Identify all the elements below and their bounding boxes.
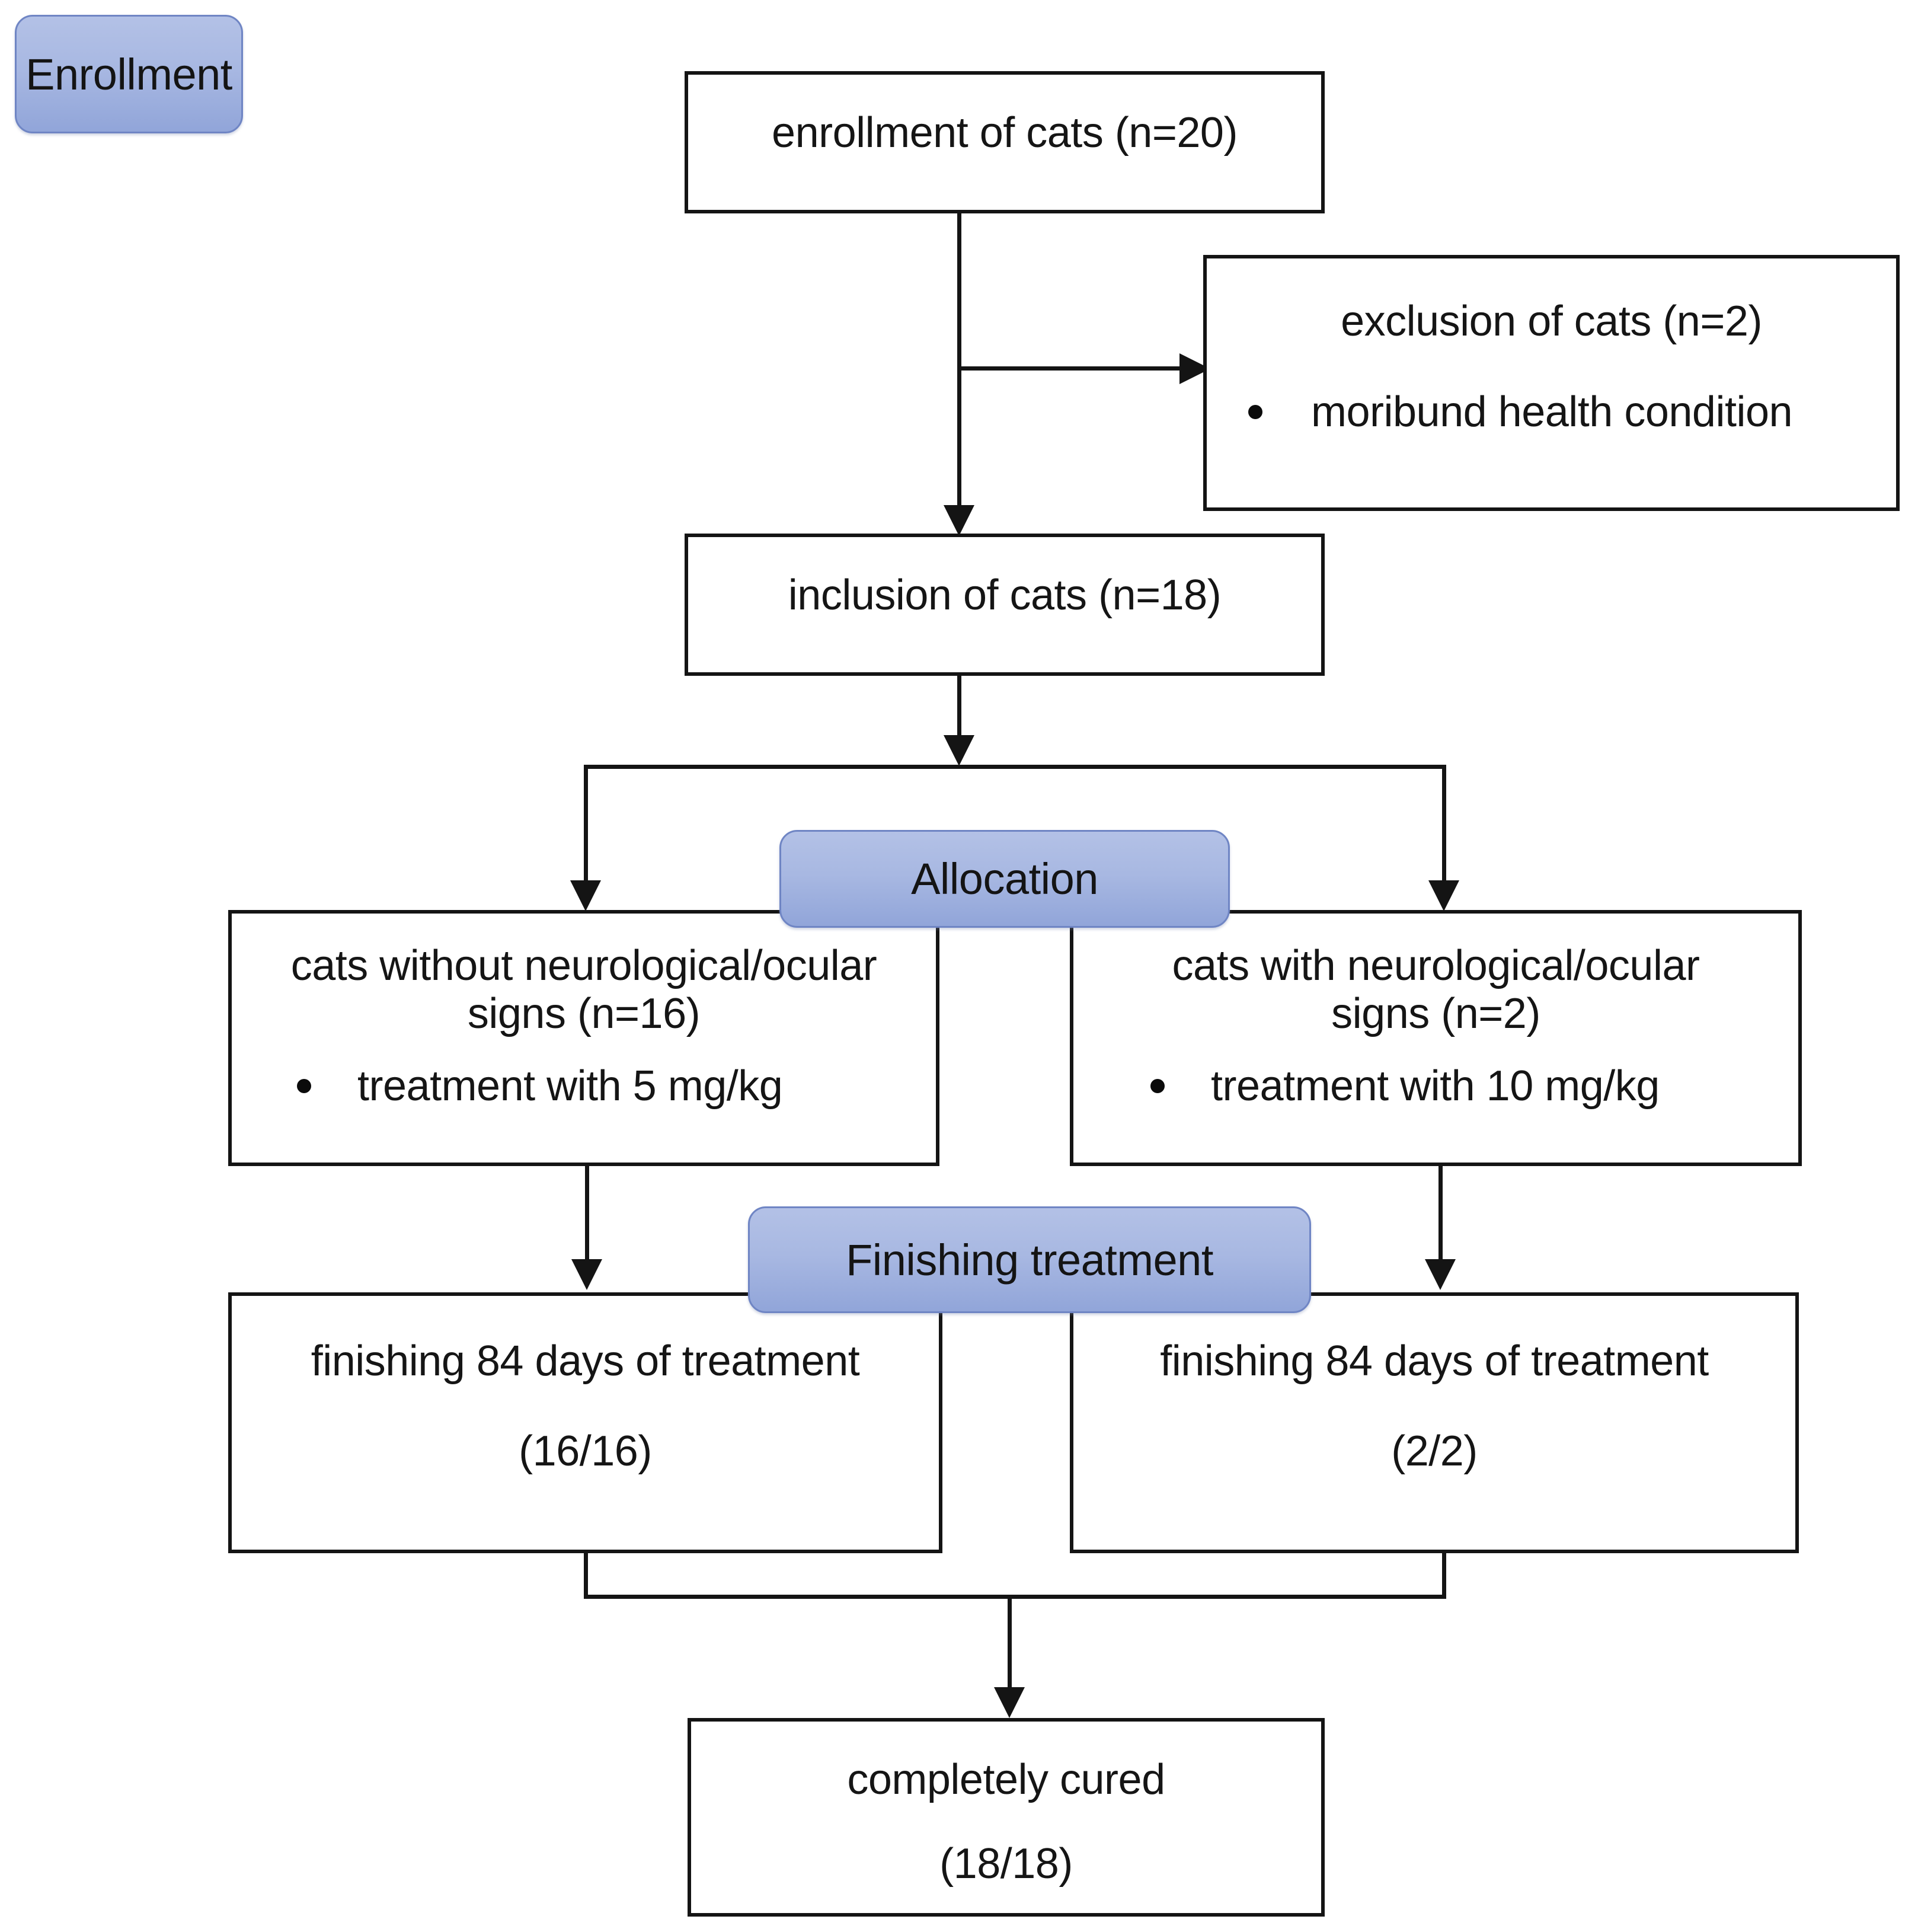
- node-finish-84-days-right: finishing 84 days of treatment (2/2): [1070, 1292, 1799, 1553]
- alloc-right-bullet-text: treatment with 10 mg/kg: [1211, 1062, 1660, 1110]
- arrowhead-into-alloc-left: [570, 880, 601, 911]
- node-exclusion-of-cats-text: exclusion of cats (n=2): [1341, 298, 1762, 345]
- merge-bar-outcome: [584, 1595, 1446, 1599]
- node-inclusion-of-cats: inclusion of cats (n=18): [685, 534, 1325, 676]
- node-alloc-left-line2: signs (n=16): [467, 989, 701, 1037]
- arrowhead-into-outcome: [994, 1687, 1025, 1718]
- node-finish-right-line2: (2/2): [1391, 1428, 1478, 1475]
- node-finish-right-line1: finishing 84 days of treatment: [1160, 1337, 1709, 1385]
- stage-badge-enrollment-label: Enrollment: [25, 49, 232, 99]
- stage-badge-finishing-treatment-label: Finishing treatment: [846, 1235, 1213, 1285]
- node-exclusion-of-cats: exclusion of cats (n=2) moribund health …: [1203, 255, 1900, 511]
- node-completely-cured: completely cured (18/18): [688, 1718, 1325, 1917]
- arrowhead-into-alloc-right: [1428, 880, 1459, 911]
- node-alloc-with-signs: cats with neurological/ocular signs (n=2…: [1070, 910, 1802, 1166]
- arrowhead-into-finish-left: [571, 1259, 602, 1290]
- stage-badge-enrollment: Enrollment: [15, 15, 243, 133]
- arrowhead-into-inclusion: [944, 505, 974, 536]
- node-outcome-line2: (18/18): [939, 1840, 1073, 1888]
- connector-enrollment-to-inclusion: [957, 213, 961, 510]
- alloc-right-bullet-item: treatment with 10 mg/kg: [1150, 1062, 1798, 1110]
- connector-merge-to-outcome: [1008, 1595, 1012, 1690]
- stage-badge-allocation-label: Allocation: [911, 854, 1098, 903]
- connector-finish-right-down: [1442, 1553, 1446, 1598]
- node-alloc-right-line1: cats with neurological/ocular: [1172, 942, 1700, 989]
- node-finish-left-line2: (16/16): [519, 1428, 652, 1475]
- alloc-left-bullet-item: treatment with 5 mg/kg: [297, 1062, 936, 1110]
- connector-inclusion-down: [957, 676, 961, 735]
- arrowhead-into-split: [944, 735, 974, 766]
- node-alloc-left-line1: cats without neurological/ocular: [290, 942, 877, 989]
- node-enrollment-of-cats: enrollment of cats (n=20): [685, 71, 1325, 213]
- stage-badge-finishing-treatment: Finishing treatment: [748, 1206, 1311, 1313]
- connector-alloc-right-to-finish-right: [1439, 1166, 1443, 1261]
- connector-split-right: [1442, 765, 1446, 883]
- exclusion-bullet-item: moribund health condition: [1248, 388, 1896, 436]
- connector-to-exclusion: [957, 366, 1187, 371]
- node-alloc-without-signs: cats without neurological/ocular signs (…: [228, 910, 939, 1166]
- connector-split-left: [584, 765, 588, 883]
- connector-finish-left-down: [584, 1553, 588, 1598]
- exclusion-bullet-text: moribund health condition: [1311, 388, 1793, 436]
- node-inclusion-of-cats-text: inclusion of cats (n=18): [788, 571, 1222, 619]
- node-enrollment-of-cats-text: enrollment of cats (n=20): [772, 109, 1238, 157]
- alloc-left-bullet-text: treatment with 5 mg/kg: [357, 1062, 783, 1110]
- arrowhead-into-finish-right: [1425, 1259, 1456, 1290]
- bullet-dot-icon: [297, 1079, 311, 1093]
- stage-badge-allocation: Allocation: [779, 830, 1230, 928]
- node-outcome-line1: completely cured: [847, 1756, 1165, 1803]
- bullet-dot-icon: [1248, 405, 1262, 419]
- node-finish-84-days-left: finishing 84 days of treatment (16/16): [228, 1292, 942, 1553]
- node-finish-left-line1: finishing 84 days of treatment: [311, 1337, 860, 1385]
- node-alloc-right-line2: signs (n=2): [1331, 989, 1540, 1037]
- split-bar-allocation: [584, 765, 1446, 769]
- connector-alloc-left-to-finish-left: [585, 1166, 589, 1261]
- bullet-dot-icon: [1150, 1079, 1165, 1093]
